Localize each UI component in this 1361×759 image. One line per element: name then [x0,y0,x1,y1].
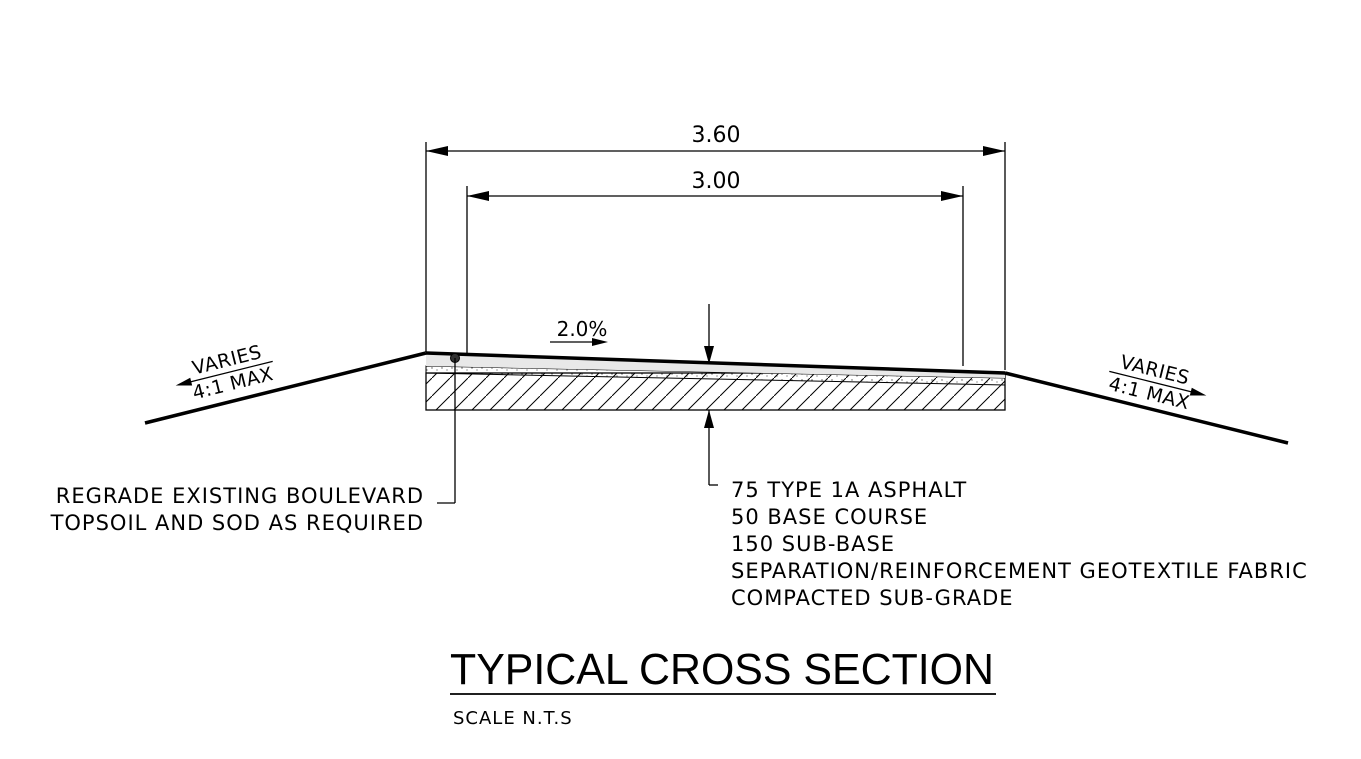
slope-label-right: VARIES 4:1 MAX [1106,351,1207,414]
side-slope-left [144,351,427,425]
slope-label-left: VARIES 4:1 MAX [175,341,276,404]
cross-slope-text: 2.0% [557,317,608,341]
structure-note-line-4: SEPARATION/REINFORCEMENT GEOTEXTILE FABR… [731,559,1308,583]
structure-note-line-3: 150 SUB-BASE [731,532,895,556]
drawing-title: TYPICAL CROSS SECTION [450,645,994,694]
layer-arrow-top [704,304,714,364]
sub-base-layer [425,372,1006,411]
dimension-overall: 3.60 [426,123,1005,156]
structure-note-line-2: 50 BASE COURSE [731,505,928,529]
dimension-overall-label: 3.60 [692,123,741,148]
structure-note-line-5: COMPACTED SUB-GRADE [731,586,1014,610]
drawing-scale: SCALE N.T.S [453,708,573,729]
cross-slope-label: 2.0% [550,317,608,346]
structure-note-line-1: 75 TYPE 1A ASPHALT [731,478,967,502]
dimension-inner: 3.00 [467,169,963,201]
dimension-inner-label: 3.00 [692,169,741,194]
layer-arrow-bottom [704,410,718,486]
asphalt-surface [425,351,1006,375]
side-slope-right [1004,371,1289,445]
boulevard-note-line-1: REGRADE EXISTING BOULEVARD [56,484,424,508]
pavement-structure [425,351,1006,411]
boulevard-leader [437,353,460,504]
boulevard-note-line-2: TOPSOIL AND SOD AS REQUIRED [50,511,424,535]
